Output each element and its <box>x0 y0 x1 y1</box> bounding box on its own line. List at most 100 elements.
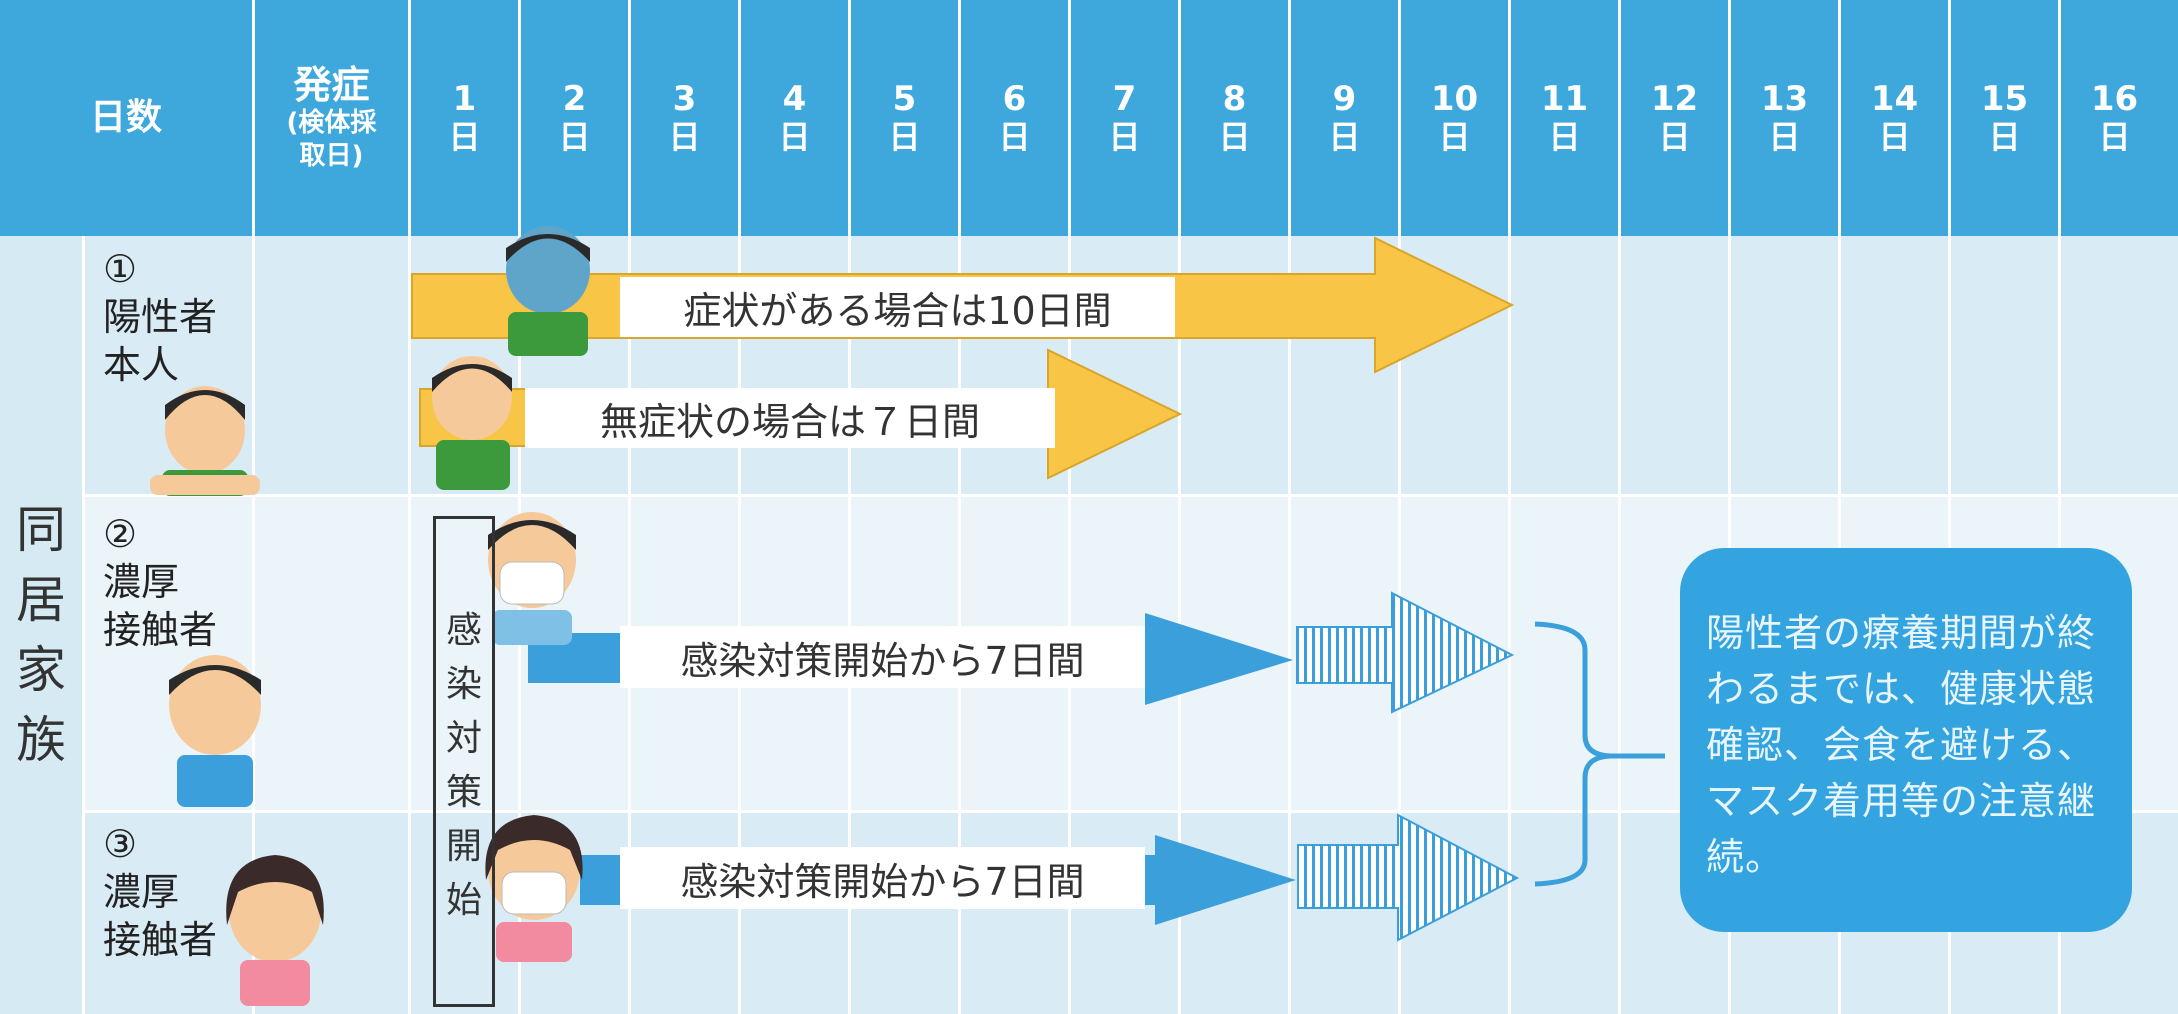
group-label-char: 同 <box>16 501 66 559</box>
column-separator <box>958 236 961 1014</box>
row-label-line2: 接触者 <box>103 608 218 652</box>
row-mark: ② <box>103 512 138 556</box>
day-unit: 日 <box>1328 118 1361 157</box>
header-separator <box>1508 0 1511 236</box>
header-separator <box>518 0 521 236</box>
row-label-line1: 陽性者 <box>103 295 218 339</box>
day-number: 6 <box>1002 79 1027 120</box>
header-days: 日数 <box>0 0 252 236</box>
row-mark: ③ <box>103 822 138 866</box>
person-contact-girl-icon <box>226 855 324 1006</box>
person-symptomatic-icon <box>506 226 590 356</box>
hatched-arrow-contact-2 <box>1296 591 1515 714</box>
group-column <box>0 236 82 1014</box>
label-contact-3: 感染対策開始から7日間 <box>620 847 1145 909</box>
header-separator <box>1838 0 1841 236</box>
row-mark: ① <box>103 247 138 291</box>
day-number: 14 <box>1870 79 1919 120</box>
header-separator <box>1728 0 1731 236</box>
note-box <box>1680 548 2132 932</box>
day-number: 10 <box>1430 79 1479 120</box>
column-separator <box>1508 236 1511 1014</box>
column-separator <box>1068 236 1071 1014</box>
group-label-cohabiting-family: 同 居 家 族 <box>8 495 74 775</box>
day-unit: 日 <box>778 118 811 157</box>
group-label-char: 族 <box>16 711 66 769</box>
header-separator <box>628 0 631 236</box>
header-separator <box>1618 0 1621 236</box>
group-label-char: 居 <box>16 571 66 629</box>
header-separator <box>848 0 851 236</box>
day-number: 1 <box>452 79 477 120</box>
header-separator <box>958 0 961 236</box>
row-separator <box>82 810 2178 813</box>
vbox-char: 感 <box>445 610 482 651</box>
header-separator <box>1068 0 1071 236</box>
label-symptomatic: 症状がある場合は10日間 <box>620 277 1175 337</box>
infection-control-start-label: 感 染 対 策 開 始 <box>433 604 495 928</box>
day-unit: 日 <box>1878 118 1911 157</box>
day-unit: 日 <box>1548 118 1581 157</box>
person-positive-self-icon <box>150 386 260 496</box>
hatched-arrow-contact-3 <box>1297 813 1520 942</box>
day-number: 7 <box>1112 79 1137 120</box>
onset-label: 発症 <box>293 62 370 107</box>
row-label-contact-3: ③ 濃厚 接触者 <box>103 820 217 964</box>
days-label: 日数 <box>89 97 162 139</box>
header-separator <box>738 0 741 236</box>
day-number: 4 <box>782 79 807 120</box>
header-separator <box>252 0 255 236</box>
column-separator <box>408 236 411 1014</box>
day-unit: 日 <box>1768 118 1801 157</box>
header-separator <box>2058 0 2061 236</box>
label-asymptomatic: 無症状の場合は７日間 <box>525 388 1055 448</box>
person-contact-boy-icon <box>169 655 261 807</box>
column-separator <box>738 236 741 1014</box>
header-separator <box>1948 0 1951 236</box>
day-number: 9 <box>1332 79 1357 120</box>
infection-control-start-box <box>433 516 495 1007</box>
vbox-char: 染 <box>445 664 482 705</box>
day-unit: 日 <box>1658 118 1691 157</box>
column-separator <box>848 236 851 1014</box>
person-contact-masked-girl-icon <box>485 815 583 962</box>
day-unit: 日 <box>2098 118 2131 157</box>
group-label-char: 家 <box>16 641 66 699</box>
day-number: 11 <box>1540 79 1589 120</box>
note-text: 陽性者の療養期間が終わるまでは、健康状態確認、会食を避ける、マスク着用等の注意継… <box>1706 611 2097 879</box>
row-label-contact-2: ② 濃厚 接触者 <box>103 510 217 654</box>
header-separator <box>1398 0 1401 236</box>
row-label-line2: 本人 <box>103 343 180 387</box>
header-onset: 発症 (検体採 取日) <box>255 0 408 236</box>
vbox-char: 対 <box>445 718 482 759</box>
label-contact-2: 感染対策開始から7日間 <box>620 626 1145 688</box>
header-row <box>0 0 2178 236</box>
day-number: 5 <box>892 79 917 120</box>
day-number: 16 <box>2090 79 2139 120</box>
day-unit: 日 <box>1108 118 1141 157</box>
day-unit: 日 <box>1988 118 2021 157</box>
vbox-char: 始 <box>445 880 482 921</box>
day-unit: 日 <box>558 118 591 157</box>
column-separator <box>1618 236 1621 1014</box>
day-number: 13 <box>1760 79 1809 120</box>
row-label-line2: 接触者 <box>103 918 218 962</box>
day-unit: 日 <box>888 118 921 157</box>
day-number: 2 <box>562 79 587 120</box>
day-unit: 日 <box>448 118 481 157</box>
column-separator <box>628 236 631 1014</box>
